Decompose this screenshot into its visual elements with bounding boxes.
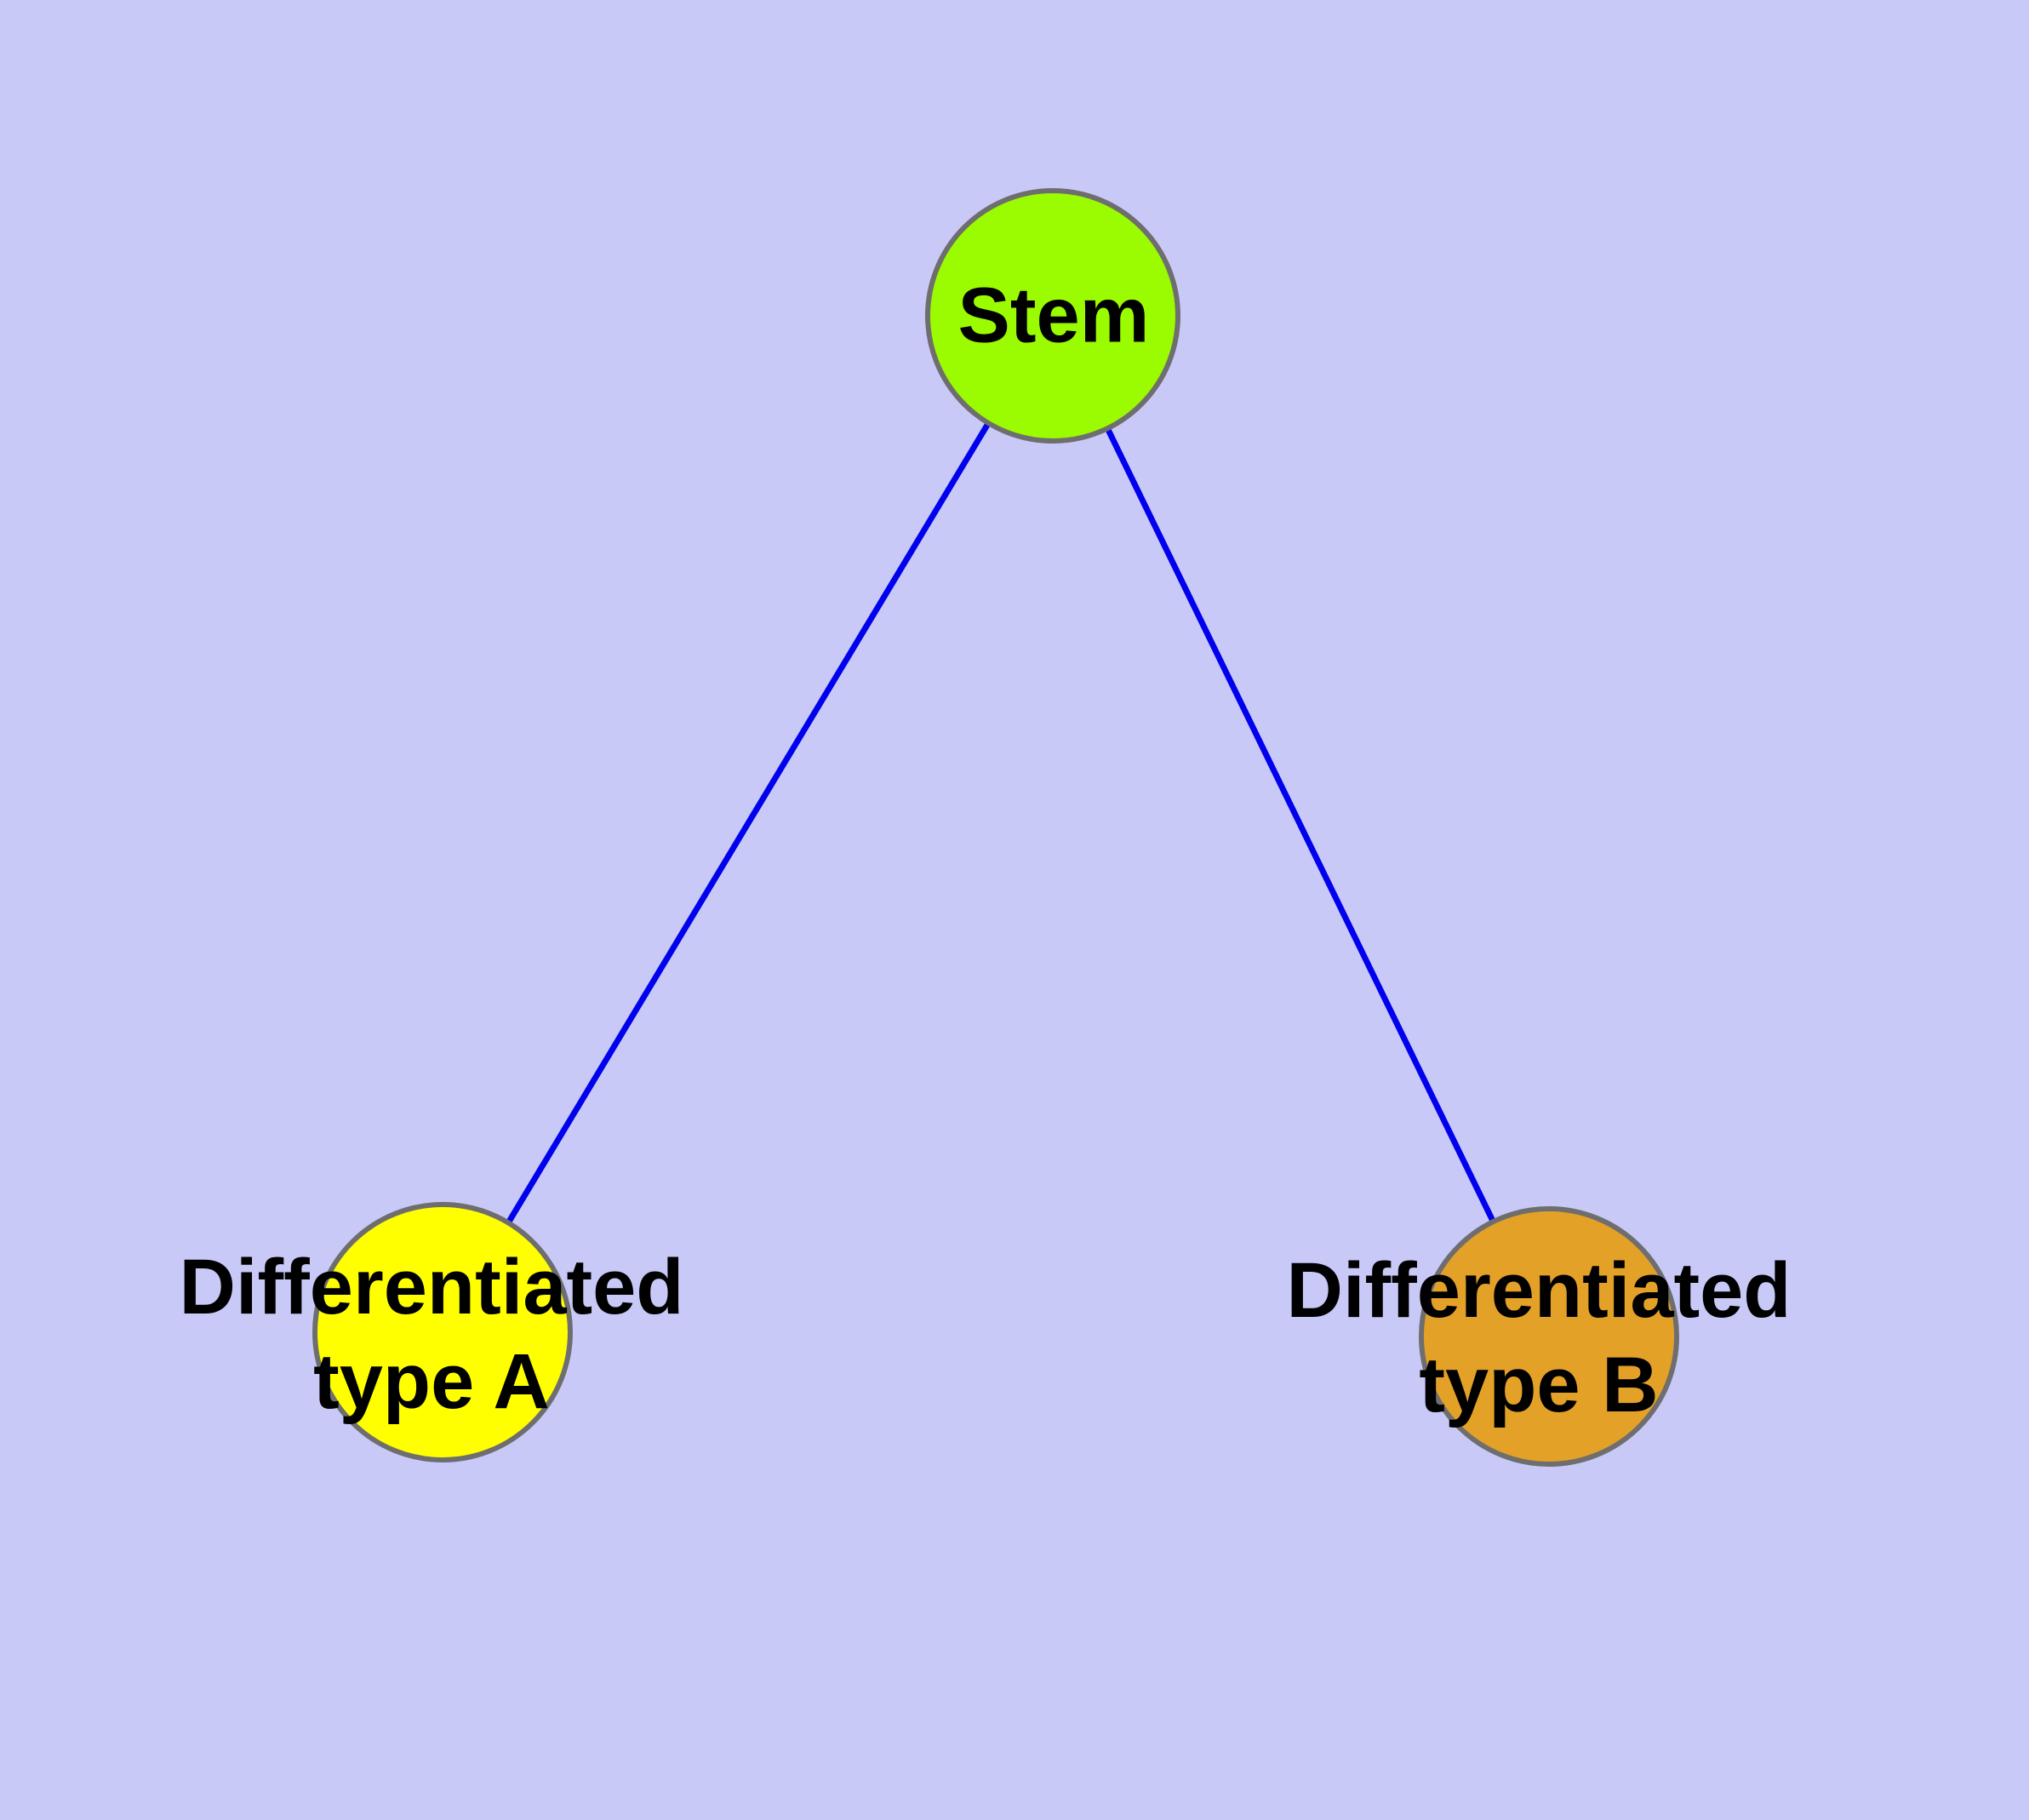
node-type-b-label-line2: type B — [1419, 1342, 1659, 1428]
node-type-a-label: Differentiated type A — [180, 1240, 684, 1429]
edge-stem-to-type-b — [1049, 314, 1552, 1338]
node-type-a-label-line1: Differentiated — [179, 1244, 684, 1331]
edge-stem-to-type-a — [439, 314, 1056, 1334]
node-stem-label-text: Stem — [957, 272, 1150, 359]
node-type-b-circle — [1419, 1206, 1679, 1467]
node-type-a-label-line2: type A — [313, 1338, 550, 1425]
node-type-a-circle — [312, 1202, 573, 1462]
node-stem-label: Stem — [958, 269, 1150, 363]
node-type-b-label: Differentiated type B — [1287, 1244, 1792, 1433]
node-stem-circle — [925, 188, 1180, 444]
node-type-b-label-line1: Differentiated — [1286, 1247, 1792, 1334]
